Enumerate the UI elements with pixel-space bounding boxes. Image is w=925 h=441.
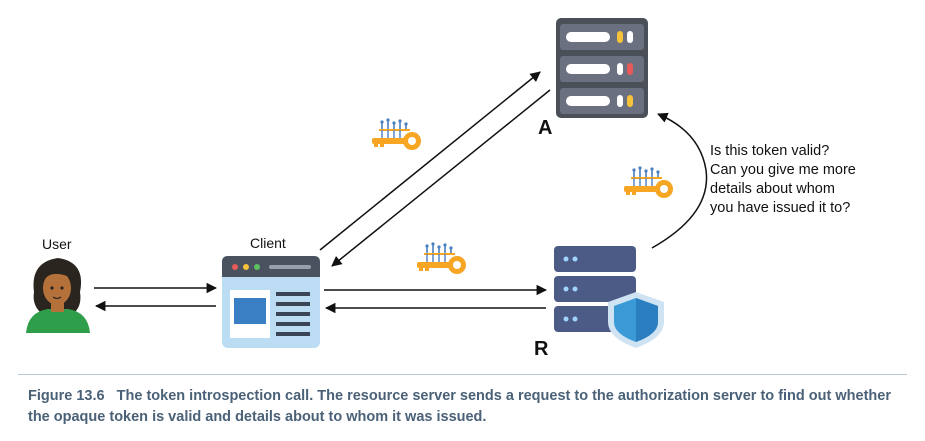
resource-server-label: R bbox=[534, 338, 549, 360]
client-to-authserver-arrow bbox=[319, 71, 541, 251]
question-line: Is this token valid? bbox=[710, 143, 830, 159]
token-key-icon bbox=[623, 165, 674, 199]
authorization-server-icon bbox=[556, 18, 648, 118]
resource-server-icon bbox=[554, 246, 636, 332]
authserver-to-client-arrow bbox=[331, 89, 551, 267]
token-key-icon bbox=[371, 117, 422, 151]
introspection-question: Is this token valid? Can you give me mor… bbox=[710, 142, 856, 218]
user-label: User bbox=[42, 236, 72, 252]
figure-label: Figure 13.6 bbox=[28, 388, 105, 404]
question-line: you have issued it to? bbox=[710, 200, 851, 216]
figure-caption: Figure 13.6 The token introspection call… bbox=[28, 386, 898, 428]
caption-divider bbox=[18, 374, 907, 375]
user-avatar-icon bbox=[26, 258, 90, 333]
client-label: Client bbox=[250, 235, 286, 251]
question-line: Can you give me more bbox=[710, 162, 856, 178]
shield-icon bbox=[608, 292, 664, 348]
authorization-server-label: A bbox=[538, 117, 553, 139]
token-key-icon bbox=[416, 241, 467, 275]
browser-client-icon bbox=[222, 256, 320, 348]
introspection-call-arrow bbox=[651, 112, 708, 249]
caption-text: The token introspection call. The resour… bbox=[28, 388, 891, 425]
question-line: details about whom bbox=[710, 181, 835, 197]
